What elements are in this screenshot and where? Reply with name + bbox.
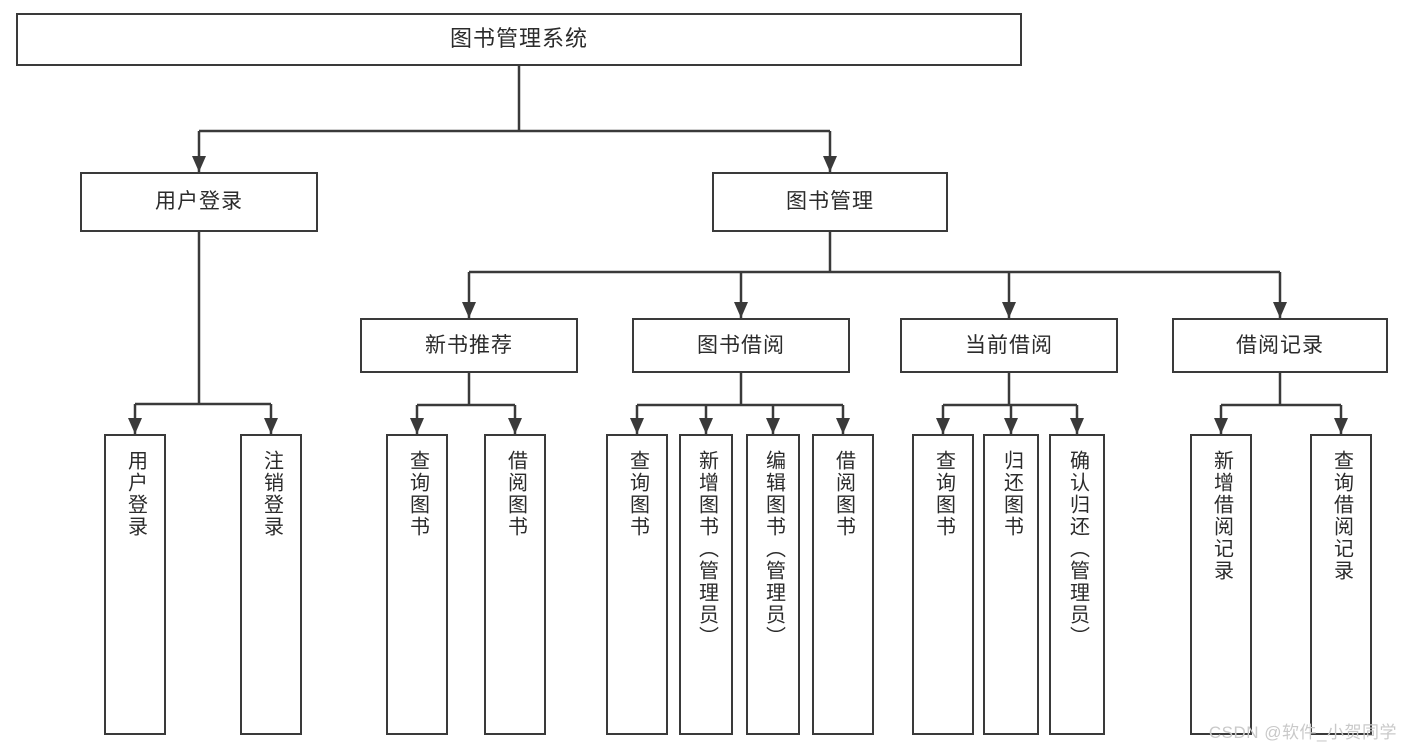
node-leaf-return-book[interactable]: 归还图书 [983, 434, 1039, 735]
arrow-head-leaf-borrow-book-2 [836, 418, 850, 434]
node-label: 查询图书 [932, 450, 955, 538]
arrow-head-new-book-rec [462, 302, 476, 318]
node-label: 编辑图书（管理员） [762, 450, 785, 648]
node-leaf-add-book[interactable]: 新增图书（管理员） [679, 434, 733, 735]
node-label: 查询借阅记录 [1330, 450, 1353, 582]
arrow-head-leaf-user-login [128, 418, 142, 434]
arrow-head-leaf-add-book [699, 418, 713, 434]
arrow-head-leaf-query-book-2 [630, 418, 644, 434]
node-label: 归还图书 [1000, 450, 1023, 538]
node-label: 用户登录 [155, 190, 243, 214]
node-leaf-borrow-book-1[interactable]: 借阅图书 [484, 434, 546, 735]
node-leaf-add-record[interactable]: 新增借阅记录 [1190, 434, 1252, 735]
node-leaf-query-book-3[interactable]: 查询图书 [912, 434, 974, 735]
node-label: 借阅记录 [1236, 333, 1324, 357]
arrow-head-leaf-user-logout [264, 418, 278, 434]
node-leaf-user-logout[interactable]: 注销登录 [240, 434, 302, 735]
node-label: 新增借阅记录 [1210, 450, 1233, 582]
arrow-head-leaf-edit-book [766, 418, 780, 434]
node-borrow-record[interactable]: 借阅记录 [1172, 318, 1388, 373]
node-user-login[interactable]: 用户登录 [80, 172, 318, 232]
node-leaf-edit-book[interactable]: 编辑图书（管理员） [746, 434, 800, 735]
node-leaf-query-book-1[interactable]: 查询图书 [386, 434, 448, 735]
node-current-borrow[interactable]: 当前借阅 [900, 318, 1118, 373]
node-label: 查询图书 [406, 450, 429, 538]
arrow-head-leaf-borrow-book-1 [508, 418, 522, 434]
arrow-head-book-manage [823, 156, 837, 172]
node-label: 图书借阅 [697, 333, 785, 357]
node-book-manage[interactable]: 图书管理 [712, 172, 948, 232]
arrow-head-borrow-record [1273, 302, 1287, 318]
arrow-head-current-borrow [1002, 302, 1016, 318]
node-leaf-confirm-return[interactable]: 确认归还（管理员） [1049, 434, 1105, 735]
node-leaf-borrow-book-2[interactable]: 借阅图书 [812, 434, 874, 735]
node-new-book-rec[interactable]: 新书推荐 [360, 318, 578, 373]
node-label: 确认归还（管理员） [1066, 450, 1089, 648]
node-label: 查询图书 [626, 450, 649, 538]
arrow-head-leaf-return-book [1004, 418, 1018, 434]
arrow-head-leaf-add-record [1214, 418, 1228, 434]
node-label: 用户登录 [124, 450, 147, 538]
node-leaf-query-record[interactable]: 查询借阅记录 [1310, 434, 1372, 735]
arrow-head-leaf-confirm-return [1070, 418, 1084, 434]
node-label: 图书管理 [786, 190, 874, 214]
node-label: 新书推荐 [425, 333, 513, 357]
node-label: 注销登录 [260, 450, 283, 538]
arrow-head-user-login [192, 156, 206, 172]
node-label: 图书管理系统 [449, 26, 588, 52]
arrow-head-leaf-query-record [1334, 418, 1348, 434]
node-leaf-query-book-2[interactable]: 查询图书 [606, 434, 668, 735]
arrow-head-leaf-query-book-1 [410, 418, 424, 434]
node-book-borrow[interactable]: 图书借阅 [632, 318, 850, 373]
node-leaf-user-login[interactable]: 用户登录 [104, 434, 166, 735]
arrow-head-book-borrow [734, 302, 748, 318]
node-label: 当前借阅 [965, 333, 1053, 357]
node-label: 借阅图书 [504, 450, 527, 538]
node-root[interactable]: 图书管理系统 [16, 13, 1022, 66]
arrow-head-leaf-query-book-3 [936, 418, 950, 434]
node-label: 新增图书（管理员） [695, 450, 718, 648]
node-label: 借阅图书 [832, 450, 855, 538]
